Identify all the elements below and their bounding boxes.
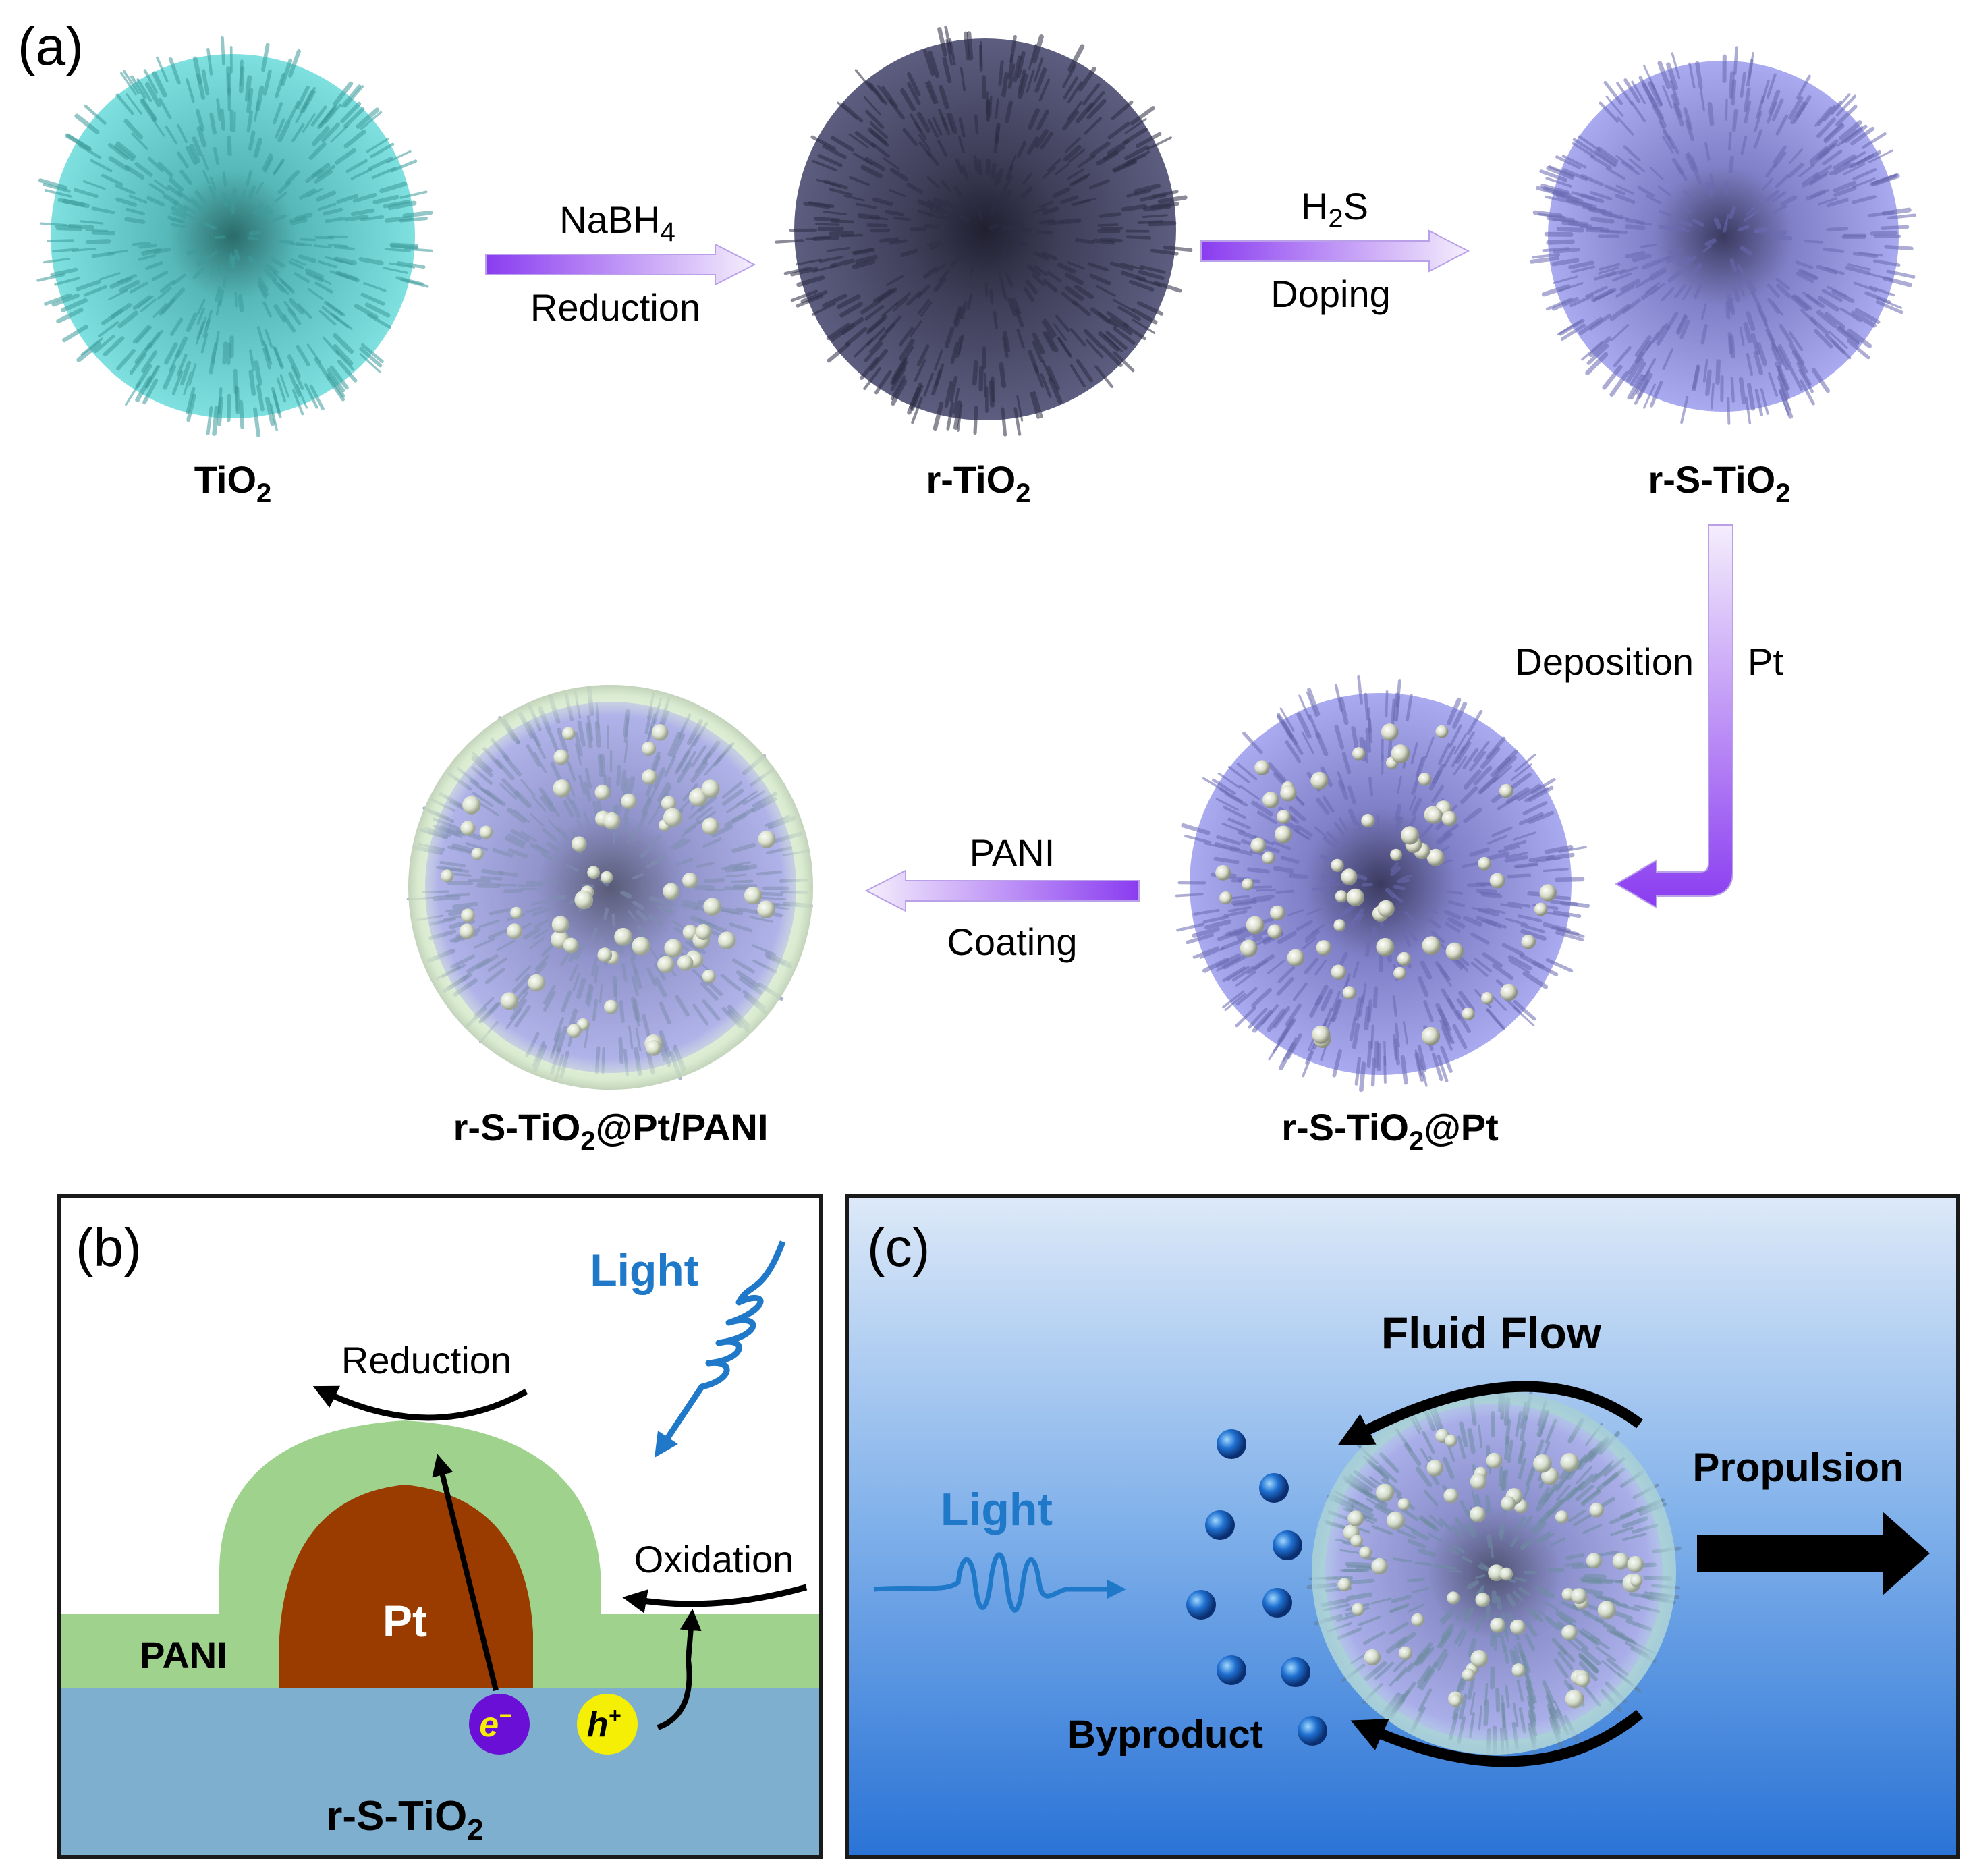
pani-label: PANI [140,1634,227,1676]
panel-b: (b) Light Reduction Oxidation Pt PANI r-… [57,1194,823,1859]
reduction-arrow [312,1385,528,1421]
pt-particle [279,1485,533,1688]
propulsion-label: Propulsion [1692,1445,1903,1490]
electron-dot [469,1694,530,1755]
label-r-tio2: r-TiO2 [926,458,1030,508]
arrow-step1 [485,243,756,286]
process-reduction: Reduction [530,286,700,329]
arrow-step4 [864,869,1140,912]
hole-dot [577,1694,638,1755]
label-r-s-tio2: r-S-TiO2 [1648,458,1790,508]
panel-b-frame [57,1194,823,1859]
fluid-flow-arrow-top [1337,1381,1643,1445]
reagent-h2s: H2S [1301,185,1368,233]
light-wave-arrow-b [655,1240,786,1458]
fluid-flow-arrow-bottom [1350,1709,1644,1767]
label-tio2: TiO2 [194,458,272,508]
panel-c: (c) Fluid Flow Propulsion Light [845,1194,1960,1859]
reduction-label: Reduction [341,1339,511,1381]
panel-a-label: (a) [18,16,84,76]
substrate-label: r-S-TiO2 [326,1793,483,1846]
sphere-r-s-tio2 [1529,46,1916,425]
light-label-c: Light [941,1484,1053,1535]
label-r-s-tio2-pt: r-S-TiO2@Pt [1281,1106,1499,1156]
process-doping: Doping [1271,273,1390,315]
arrow-step3 [1615,524,1733,909]
electron-label: e− [479,1703,511,1744]
fluid-flow-label: Fluid Flow [1381,1308,1602,1358]
sphere-r-s-tio2-pt-pani [406,685,813,1090]
propulsion-arrow [1697,1512,1930,1595]
sphere-tio2 [36,36,433,438]
byproduct-label: Byproduct [1067,1713,1263,1757]
arrow-step2 [1200,229,1470,273]
motor-sphere [1306,1383,1682,1758]
sphere-r-tio2 [775,25,1193,437]
reagent-nabh4: NaBH4 [559,198,675,247]
oxidation-label: Oxidation [634,1538,794,1580]
hole-label: h+ [587,1703,621,1744]
process-coating: Coating [947,920,1077,963]
sphere-r-s-tio2-pt [1175,675,1590,1093]
label-r-s-tio2-pt-pani: r-S-TiO2@Pt/PANI [453,1106,769,1156]
panel-b-label: (b) [76,1217,142,1277]
light-label-b: Light [590,1245,698,1295]
pt-label: Pt [383,1596,427,1646]
reagent-pt: Pt [1748,640,1783,683]
hole-transfer-arrow [657,1609,702,1730]
oxidation-arrow [622,1584,808,1613]
panel-c-label: (c) [867,1217,930,1277]
byproduct-particles [1186,1429,1327,1746]
reagent-pani: PANI [970,831,1055,874]
light-wave-arrow-c [873,1552,1126,1613]
electron-transfer-arrow [432,1454,499,1691]
substrate-layer [59,1688,821,1857]
panel-c-frame [845,1194,1960,1859]
process-deposition: Deposition [1515,640,1694,683]
